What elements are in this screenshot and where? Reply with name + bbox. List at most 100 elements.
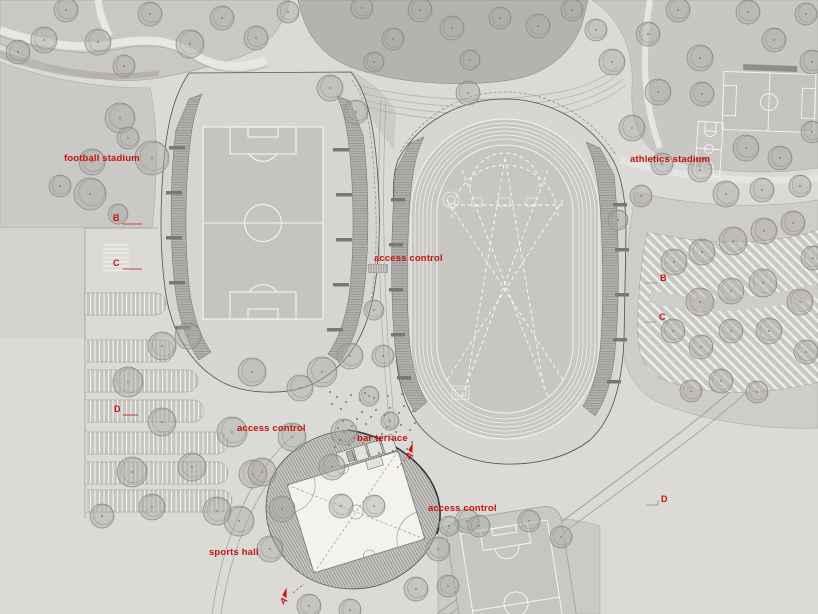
tree bbox=[537, 25, 539, 27]
tree bbox=[520, 510, 540, 530]
tree bbox=[375, 345, 394, 365]
tree bbox=[765, 28, 786, 49]
tree bbox=[552, 526, 572, 546]
tree bbox=[355, 111, 357, 113]
tree bbox=[448, 525, 450, 527]
svg-text:D: D bbox=[114, 404, 121, 414]
stairs-center bbox=[368, 264, 388, 273]
tree bbox=[800, 245, 818, 271]
tree bbox=[385, 28, 404, 48]
tree bbox=[640, 195, 642, 197]
tree bbox=[120, 127, 139, 147]
tree bbox=[790, 289, 813, 312]
tree bbox=[805, 351, 807, 353]
tree bbox=[720, 380, 722, 382]
terrace-dot bbox=[363, 391, 367, 395]
tree bbox=[88, 29, 111, 52]
tree bbox=[43, 39, 45, 41]
terrace-dot bbox=[335, 395, 339, 399]
parking-east bbox=[637, 229, 818, 393]
tree bbox=[65, 9, 67, 11]
tree bbox=[151, 506, 153, 508]
tree bbox=[347, 100, 368, 121]
tree bbox=[492, 7, 511, 27]
terrace-dot bbox=[328, 390, 332, 394]
terrace-dot bbox=[350, 424, 354, 428]
terrace-dot bbox=[413, 421, 417, 425]
tree bbox=[281, 423, 306, 448]
tree bbox=[610, 210, 628, 228]
running-track bbox=[410, 118, 600, 440]
tree bbox=[247, 26, 268, 47]
tree bbox=[340, 505, 342, 507]
terrace-dot bbox=[358, 398, 362, 402]
terrace-dot bbox=[344, 400, 348, 404]
label-athletics-stadium: athletics stadium bbox=[630, 154, 710, 165]
tree bbox=[238, 520, 240, 522]
tree bbox=[730, 290, 732, 292]
tree bbox=[206, 497, 231, 522]
tree bbox=[290, 375, 313, 398]
tree bbox=[672, 330, 674, 332]
label-sports-hall: sports hall bbox=[209, 547, 259, 558]
tree bbox=[739, 0, 760, 21]
tree bbox=[587, 19, 607, 39]
tree bbox=[260, 536, 283, 559]
terrace-dot bbox=[388, 406, 392, 410]
football-pitch bbox=[202, 126, 324, 320]
tree bbox=[373, 505, 375, 507]
tree bbox=[373, 309, 375, 311]
terrace-dot bbox=[400, 392, 404, 396]
tree bbox=[639, 22, 660, 43]
terrace-dot bbox=[369, 415, 373, 419]
tree bbox=[53, 0, 79, 23]
tree bbox=[664, 319, 685, 340]
terrace-dot bbox=[360, 410, 364, 414]
tree bbox=[334, 419, 357, 442]
tree bbox=[745, 147, 747, 149]
tree bbox=[91, 161, 93, 163]
tree bbox=[123, 65, 125, 67]
tree bbox=[699, 169, 701, 171]
tree bbox=[110, 204, 128, 222]
tree bbox=[181, 453, 206, 478]
tree bbox=[300, 594, 321, 614]
terrace-dot bbox=[355, 417, 359, 421]
label-access-control-west: access control bbox=[237, 423, 306, 434]
tree bbox=[700, 346, 702, 348]
tree bbox=[803, 50, 818, 71]
tree bbox=[692, 239, 715, 262]
tree bbox=[241, 358, 266, 383]
tree bbox=[97, 41, 99, 43]
basketball-court-northeast bbox=[694, 120, 724, 178]
hall-rooms bbox=[335, 433, 398, 470]
tree bbox=[329, 87, 331, 89]
tree bbox=[701, 93, 703, 95]
tree bbox=[812, 257, 814, 259]
tree bbox=[732, 240, 734, 242]
landscape-mound bbox=[297, 0, 589, 85]
tree bbox=[354, 0, 373, 17]
tree bbox=[754, 218, 777, 241]
tree bbox=[791, 175, 811, 195]
tree bbox=[712, 369, 733, 390]
tree bbox=[797, 3, 817, 23]
tree bbox=[648, 79, 671, 102]
hall-court bbox=[286, 433, 426, 574]
tree bbox=[499, 17, 501, 19]
terrace-dot bbox=[347, 443, 351, 447]
terrace-dot bbox=[364, 422, 368, 426]
tree bbox=[299, 387, 301, 389]
terrace-dot bbox=[352, 436, 356, 440]
tree bbox=[690, 45, 713, 68]
tree bbox=[691, 158, 712, 179]
tree bbox=[322, 454, 345, 477]
section-marker-b-west: B bbox=[113, 213, 142, 225]
tree bbox=[811, 131, 813, 133]
terrace-dot bbox=[383, 413, 387, 417]
tree bbox=[771, 146, 792, 167]
tree bbox=[221, 17, 223, 19]
tree bbox=[804, 121, 818, 141]
tree bbox=[564, 0, 583, 19]
